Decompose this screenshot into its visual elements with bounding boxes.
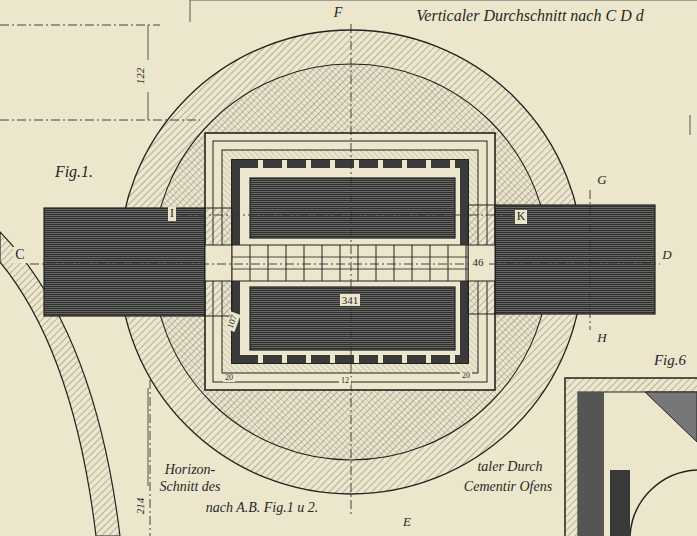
wall-gap: [258, 355, 263, 363]
fig6-fragment: [565, 378, 697, 536]
figure-label: 214: [134, 496, 146, 517]
figure-label: E: [401, 515, 413, 529]
figure-label: F: [332, 5, 345, 20]
grate-bar: [304, 245, 305, 281]
figure-label: K: [515, 210, 528, 223]
grate-bar: [268, 245, 269, 281]
figure-label: H: [595, 331, 608, 345]
grate-bar: [358, 245, 359, 281]
figure-label: I: [168, 207, 176, 220]
figure-label: 12: [339, 377, 351, 386]
wall-gap: [402, 355, 407, 363]
grate-bar: [466, 245, 467, 281]
figure-label: taler Durch: [475, 459, 544, 474]
wall-gap: [402, 160, 407, 168]
grate-bar: [394, 245, 395, 281]
figure-label: 46: [471, 256, 486, 268]
figure-label: G: [595, 173, 608, 187]
wall-gap: [258, 160, 263, 168]
figure-label: Horizon-: [163, 462, 218, 477]
figure-label: Schnitt des: [157, 479, 222, 494]
wall-gap: [306, 355, 311, 363]
grate-bar: [340, 245, 341, 281]
figure-label: 20: [460, 372, 472, 381]
grate-bar: [430, 245, 431, 281]
dimension-lines: [148, 0, 697, 486]
figure-label: 122: [134, 66, 146, 87]
wall-gap: [450, 355, 455, 363]
figure-label: C: [13, 247, 26, 262]
left-flue-block: [44, 208, 208, 316]
right-flue-block: [492, 205, 655, 314]
figure-label: Fig.1.: [53, 163, 95, 181]
figure-label: Fig.6: [652, 352, 688, 369]
wall-gap: [330, 355, 335, 363]
wall-gap: [282, 355, 287, 363]
figure-label: Cementir Ofens: [462, 479, 554, 494]
figure-label: Verticaler Durchschnitt nach C D d: [414, 7, 645, 25]
grate-bar: [412, 245, 413, 281]
figure-label: 20: [223, 374, 235, 383]
grate-bar: [286, 245, 287, 281]
wall-gap: [354, 160, 359, 168]
wall-gap: [378, 355, 383, 363]
grate-bar: [322, 245, 323, 281]
grate-bar: [448, 245, 449, 281]
furnace-body: [205, 133, 495, 390]
wall-gap: [450, 160, 455, 168]
wall-gap: [378, 160, 383, 168]
wall-gap: [426, 355, 431, 363]
grate-bar: [376, 245, 377, 281]
figure-label: 341: [340, 294, 361, 306]
wall-gap: [306, 160, 311, 168]
figure-label: nach A.B. Fig.1 u 2.: [204, 500, 321, 515]
wall-gap: [426, 160, 431, 168]
grate-bar: [250, 245, 251, 281]
figure-label: D: [660, 248, 673, 262]
wall-gap: [282, 160, 287, 168]
wall-gap: [330, 160, 335, 168]
section-lines: [0, 24, 660, 536]
wall-gap: [354, 355, 359, 363]
